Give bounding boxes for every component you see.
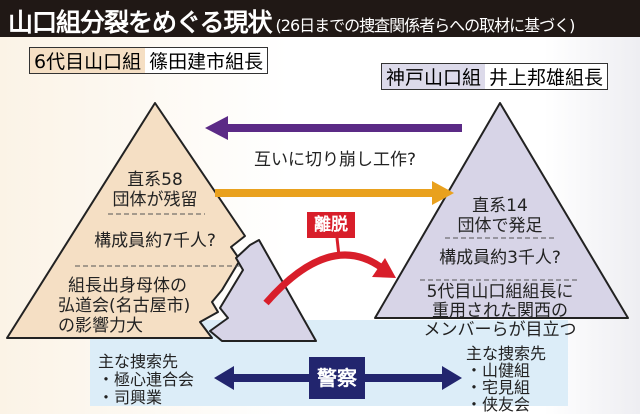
list-item: ・極心連合会 — [98, 370, 195, 389]
right-tier1: 直系14 団体で発足 — [445, 196, 555, 236]
text-line: 5代目山口組組長に — [426, 282, 574, 302]
text-line: 直系58 — [127, 170, 183, 190]
left-org-label: 6代目山口組 篠田建市組長 — [29, 47, 269, 74]
text-line: 直系14 — [472, 196, 528, 216]
right-org-label: 神戸山口組 井上邦雄組長 — [381, 63, 609, 90]
left-pyramid — [6, 102, 246, 339]
left-tier1: 直系58 団体が残留 — [100, 170, 210, 210]
right-tier3: 5代目山口組組長に 重用された関西の メンバーらが目立つ — [410, 283, 590, 340]
text-line: メンバーらが目立つ — [423, 320, 577, 340]
right-boss-name: 井上邦雄組長 — [489, 67, 604, 89]
police-label: 警察 — [309, 357, 365, 399]
right-org-name: 神戸山口組 — [382, 64, 486, 89]
left-search-targets: 主な捜索先 ・極心連合会 ・司興業 — [98, 353, 194, 407]
right-pyramid — [374, 102, 629, 319]
left-org-name: 6代目山口組 — [30, 48, 146, 73]
title: 山口組分裂をめぐる現状 — [8, 8, 273, 37]
orange-arrow — [215, 181, 454, 205]
defection-label: 離脱 — [307, 212, 355, 238]
search-heading: 主な捜索先 — [98, 352, 179, 371]
title-bar: 山口組分裂をめぐる現状 (26日までの捜査関係者らへの取材に基づく) — [0, 0, 640, 37]
list-item: ・山健組 — [466, 361, 531, 380]
text-line: 団体が残留 — [112, 190, 198, 210]
text-line: 団体で発足 — [457, 216, 543, 236]
mutual-undermining-label: 互いに切り崩し工作? — [253, 150, 417, 170]
text-line: 重用された関西の — [432, 301, 568, 321]
broken-chunk — [209, 239, 317, 342]
left-tier3: 組長出身母体の 弘道会(名古屋市) の影響力大 — [58, 276, 190, 336]
text-line: 弘道会(名古屋市) — [58, 296, 191, 316]
right-search-targets: 主な捜索先 ・山健組 ・宅見組 ・侠友会 — [466, 345, 546, 413]
list-item: ・宅見組 — [466, 378, 531, 397]
search-heading: 主な捜索先 — [466, 344, 547, 363]
text-line: 組長出身母体の — [68, 276, 187, 296]
left-tier2: 構成員約7千人? — [94, 231, 216, 251]
left-boss-name: 篠田建市組長 — [149, 51, 264, 73]
right-tier2: 構成員約3千人? — [439, 248, 561, 268]
list-item: ・侠友会 — [466, 395, 531, 414]
purple-arrow — [205, 116, 462, 140]
text-line: の影響力大 — [58, 316, 143, 336]
subtitle: (26日までの捜査関係者らへの取材に基づく) — [275, 16, 576, 35]
defection-arrow — [263, 237, 396, 306]
list-item: ・司興業 — [98, 388, 163, 407]
